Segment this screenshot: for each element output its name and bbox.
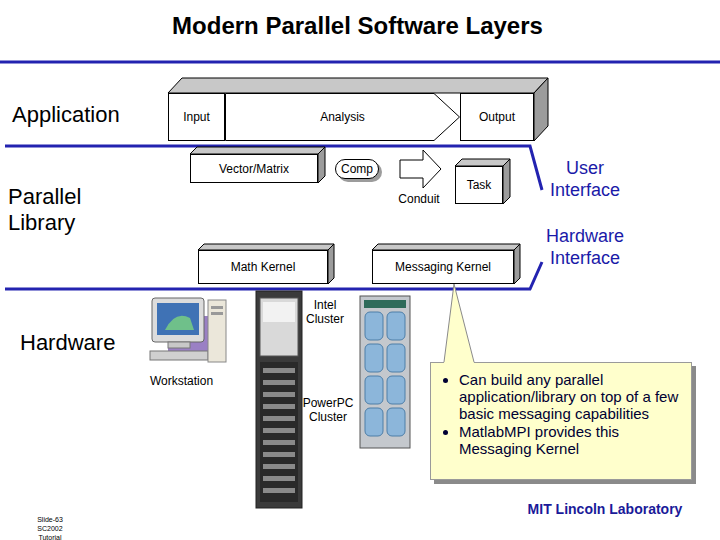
node-label: Input (183, 110, 210, 124)
hardware-label: Intel Cluster (300, 298, 350, 326)
callout-pointer (444, 284, 474, 363)
powerpc-cluster-illustration (360, 296, 410, 448)
node-label: Vector/Matrix (219, 162, 289, 176)
pointer-fill (444, 284, 474, 363)
layer-name: Parallel Library (8, 184, 108, 236)
hardware-label: Workstation (150, 374, 230, 388)
organization-name: MIT Lincoln Laboratory (520, 501, 690, 517)
node-text-group: Vector/Matrix (219, 162, 289, 176)
slide-number: Slide-63 SC2002 Tutorial (28, 515, 72, 540)
node-text-group: Analysis (320, 110, 365, 124)
box-side-face (534, 78, 548, 141)
process-box: Input (168, 93, 225, 141)
node-label: Analysis (320, 110, 365, 124)
node-label: Messaging Kernel (395, 260, 491, 274)
conduit-arrow: Conduit (393, 148, 445, 206)
arrow-outline (393, 148, 445, 190)
box-side-face (328, 244, 334, 284)
node-text-group: Output (479, 110, 515, 124)
layer-name: Application (12, 102, 162, 128)
node-text-group: Math Kernel (231, 260, 296, 274)
box-top-face (190, 147, 325, 154)
node-label: Comp (341, 162, 373, 176)
component-oval: Comp (335, 159, 379, 179)
node-text-group: Comp (341, 162, 373, 176)
box-side-face (514, 244, 520, 284)
node-label: Task (467, 178, 492, 192)
node-label: Conduit (398, 192, 439, 206)
intel-cluster-illustration (256, 291, 302, 508)
node-label: Math Kernel (231, 260, 296, 274)
interface-label: Hardware Interface (527, 225, 643, 269)
workstation-illustration (150, 298, 226, 362)
callout-text: Can build any parallel application/libra… (459, 371, 683, 422)
bullet-list: Can build any parallel application/libra… (431, 363, 691, 457)
arrow-shape (226, 94, 460, 141)
box-top-face (168, 78, 548, 93)
library-box: Task (455, 166, 503, 204)
hardware-label: PowerPC Cluster (298, 396, 358, 424)
arrow-shape (400, 150, 441, 188)
kernel-box: Messaging Kernel (372, 250, 514, 284)
layer-line (0, 61, 720, 64)
library-box: Vector/Matrix (190, 154, 318, 183)
process-arrow: Analysis (225, 93, 460, 141)
callout-box: Can build any parallel application/libra… (430, 362, 692, 480)
pointer-outline (444, 284, 474, 362)
box-side-face (503, 159, 510, 204)
node-text-group: Task (467, 178, 492, 192)
interface-label: User Interface (533, 157, 637, 201)
node-label: Output (479, 110, 515, 124)
layer-name: Hardware (20, 330, 150, 356)
slide-title: Modern Parallel Software Layers (0, 12, 715, 40)
callout-text: MatlabMPI provides this Messaging Kernel (459, 423, 683, 457)
box-top-face (455, 159, 510, 166)
kernel-box: Math Kernel (198, 250, 328, 284)
node-text-group: Conduit (398, 192, 439, 206)
node-text-group: Input (183, 110, 210, 124)
node-text-group: Messaging Kernel (395, 260, 491, 274)
box-side-face (318, 147, 325, 183)
process-box: Output (460, 93, 534, 141)
